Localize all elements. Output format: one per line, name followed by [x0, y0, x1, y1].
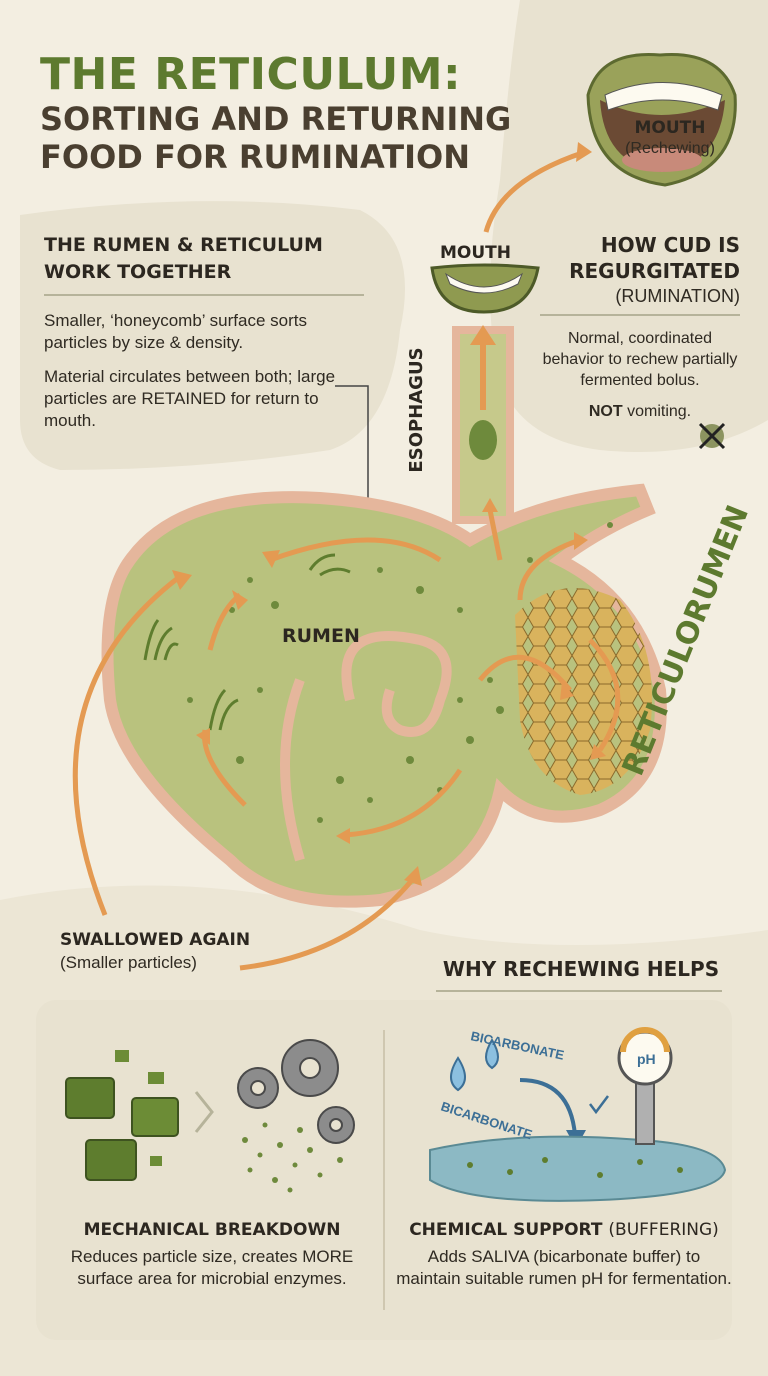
- why-rechewing-title: WHY RECHEWING HELPS: [442, 957, 720, 981]
- leader-line: [335, 385, 369, 528]
- mechanical-text: Reduces particle size, creates MORE surf…: [70, 1247, 354, 1288]
- arrow-head-esophagus-up: [470, 325, 496, 345]
- arrow-swallow-back: [72, 576, 180, 916]
- chevron-right-icon: [194, 1091, 214, 1133]
- mechanical-breakdown-column: MECHANICAL BREAKDOWN Reduces particle si…: [52, 1220, 372, 1290]
- bg-blob-left-panel: [20, 201, 405, 470]
- regurgitation-text: Normal, coordinated behavior to rechew p…: [542, 330, 738, 389]
- arrow-head-swallow-up: [404, 866, 422, 886]
- mouth-open-icon: [586, 53, 737, 187]
- rumen-reticulum-panel: THE RUMEN & RETICULUM WORK TOGETHER Smal…: [44, 232, 364, 444]
- no-vomit-icon: [698, 422, 726, 450]
- ph-meter-icon: [617, 1027, 673, 1145]
- mouth-rechewing-label: MOUTH: [634, 118, 706, 138]
- water-drop-icon: [450, 1038, 499, 1092]
- circulation-arrow-heads: [196, 498, 606, 844]
- panel-text-1: Smaller, ‘honeycomb’ surface sorts parti…: [44, 311, 307, 352]
- not-rest: vomiting.: [627, 403, 692, 420]
- mouth-label: MOUTH: [440, 243, 511, 263]
- page-subtitle-line-1: SORTING AND RETURNING: [40, 100, 512, 138]
- small-particles: [242, 1122, 343, 1193]
- title-block: THE RETICULUM: SORTING AND RETURNING FOO…: [40, 49, 560, 177]
- rechewing-label: (Rechewing): [625, 140, 715, 157]
- honeycomb-icon: [515, 588, 652, 795]
- arrow-head-to-big-mouth: [576, 142, 592, 162]
- chemical-text: Adds SALIVA (bicarbonate buffer) to main…: [396, 1247, 732, 1288]
- chemical-heading-bold: CHEMICAL SUPPORT: [409, 1220, 603, 1240]
- swallowed-again-label: SWALLOWED AGAIN (Smaller particles): [60, 930, 250, 973]
- saliva-puddle-icon: [429, 1135, 727, 1202]
- arrow-to-big-mouth: [483, 149, 586, 233]
- panel-text-2: Material circulates between both; large …: [44, 367, 336, 430]
- page-title: THE RETICULUM:: [40, 49, 462, 100]
- arrow-head-swallow-back: [172, 570, 192, 590]
- panel-heading-line-1: THE RUMEN & RETICULUM: [44, 234, 323, 256]
- ph-label: pH: [637, 1051, 656, 1067]
- feed-cubes-icon: [65, 1050, 179, 1181]
- regurgitation-panel: HOW CUD IS REGURGITATED (RUMINATION) Nor…: [540, 232, 740, 421]
- check-icon: [589, 1095, 609, 1115]
- mouth-small-icon: [430, 263, 540, 314]
- regurgitation-heading-2: REGURGITATED: [569, 259, 740, 283]
- bolus-icon: [469, 420, 497, 460]
- mechanical-heading: MECHANICAL BREAKDOWN: [83, 1220, 341, 1240]
- esophagus-label: ESOPHAGUS: [406, 347, 427, 473]
- arrow-saliva: [519, 1078, 577, 1136]
- regurgitation-divider: [540, 314, 740, 316]
- puddle-specks: [467, 1157, 683, 1178]
- rumen-fold-1: [341, 631, 452, 737]
- rumen-label: RUMEN: [282, 625, 360, 647]
- not-vomiting-note: NOT vomiting.: [540, 403, 740, 421]
- grass-icon: [143, 553, 351, 731]
- chemical-support-column: CHEMICAL SUPPORT (BUFFERING) Adds SALIVA…: [394, 1220, 734, 1290]
- chemical-heading-normal: (BUFFERING): [608, 1220, 719, 1240]
- panel-divider: [44, 294, 364, 296]
- arrow-swallow-up: [239, 878, 414, 971]
- page-subtitle-line-2: FOOD FOR RUMINATION: [40, 138, 470, 176]
- why-divider: [436, 990, 722, 992]
- chemical-heading: CHEMICAL SUPPORT (BUFFERING): [394, 1220, 734, 1240]
- gears-icon: [237, 1039, 355, 1144]
- panel-heading-line-2: WORK TOGETHER: [44, 261, 232, 283]
- swallowed-sub: (Smaller particles): [60, 953, 197, 972]
- regurgitation-heading-1: HOW CUD IS: [600, 233, 740, 257]
- rumen-fold-2: [280, 678, 305, 862]
- regurgitation-heading-3: (RUMINATION): [615, 286, 740, 306]
- swallowed-heading: SWALLOWED AGAIN: [60, 930, 251, 950]
- not-strong: NOT: [588, 403, 623, 420]
